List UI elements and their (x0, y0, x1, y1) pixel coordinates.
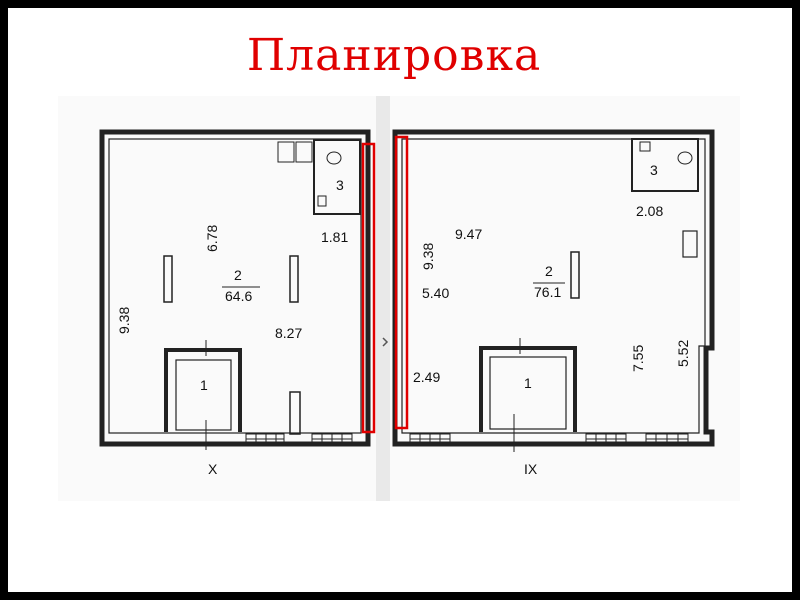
dimension-label: 2.08 (636, 203, 663, 219)
dimension-label: 7.55 (630, 345, 646, 372)
room-area: 64.6 (225, 288, 252, 304)
plan-x-column-2 (289, 255, 299, 303)
plan-ix-labels: 3 2 76.1 1 9.47 2.08 9.38 5.40 2.49 7.55… (413, 162, 691, 477)
plan-x-windows (245, 433, 353, 445)
divider-arrow-icon (382, 337, 389, 347)
plan-x-pillar (289, 391, 301, 435)
toilet-icon (677, 151, 693, 165)
plan-ix-highlight-wall (394, 135, 409, 430)
room-number: 3 (336, 177, 344, 193)
dimension-label: 5.52 (675, 340, 691, 367)
room-number: 2 (234, 267, 242, 283)
plan-ix-sink-small (639, 141, 651, 152)
plan-x-sink-small (317, 195, 327, 207)
room-area: 76.1 (534, 284, 561, 300)
plan-x-vestibule-outer (164, 348, 242, 432)
room-number: 1 (200, 377, 208, 393)
dimension-label: 1.81 (321, 229, 348, 245)
plan-ix-inner-wall (401, 138, 706, 434)
plan-x-labels: 3 2 64.6 1 6.78 1.81 9.38 8.27 X (116, 177, 348, 477)
plan-x-bathroom-walls (313, 139, 361, 215)
plan-x-highlight-wall (361, 142, 376, 434)
section-label: IX (524, 461, 538, 477)
dimension-label: 8.27 (275, 325, 302, 341)
plan-ix-windows (409, 433, 689, 445)
plan-x-inner-wall (108, 138, 362, 434)
plan-ix-vestibule-outer (479, 346, 577, 432)
dimension-label: 9.47 (455, 226, 482, 242)
plan-ix-vestibule-inner (489, 356, 567, 430)
plan-x-vestibule-inner (175, 359, 232, 431)
room-number: 1 (524, 375, 532, 391)
dimension-label: 2.49 (413, 369, 440, 385)
dimension-label: 9.38 (420, 243, 436, 270)
plan-ix (392, 129, 715, 452)
dimension-label: 5.40 (422, 285, 449, 301)
plan-ix-side-box (682, 230, 698, 258)
room-number: 2 (545, 263, 553, 279)
plan-ix-outer-wall (392, 129, 715, 447)
plan-ix-bathroom-walls (631, 138, 699, 192)
plan-x (99, 129, 376, 450)
plan-x-sink-1 (277, 141, 295, 163)
plan-ix-column (570, 251, 580, 299)
page-title: Планировка (246, 30, 542, 81)
toilet-icon (326, 151, 342, 165)
section-label: X (208, 461, 218, 477)
dimension-label: 9.38 (116, 307, 132, 334)
plan-divider-strip (376, 96, 390, 501)
plan-x-column-1 (163, 255, 173, 303)
plan-x-outer-wall (99, 129, 371, 447)
room-number: 3 (650, 162, 658, 178)
dimension-label: 6.78 (204, 225, 220, 252)
floor-plans: 3 2 64.6 1 6.78 1.81 9.38 8.27 X (99, 96, 715, 501)
plan-x-sink-2 (295, 141, 313, 163)
